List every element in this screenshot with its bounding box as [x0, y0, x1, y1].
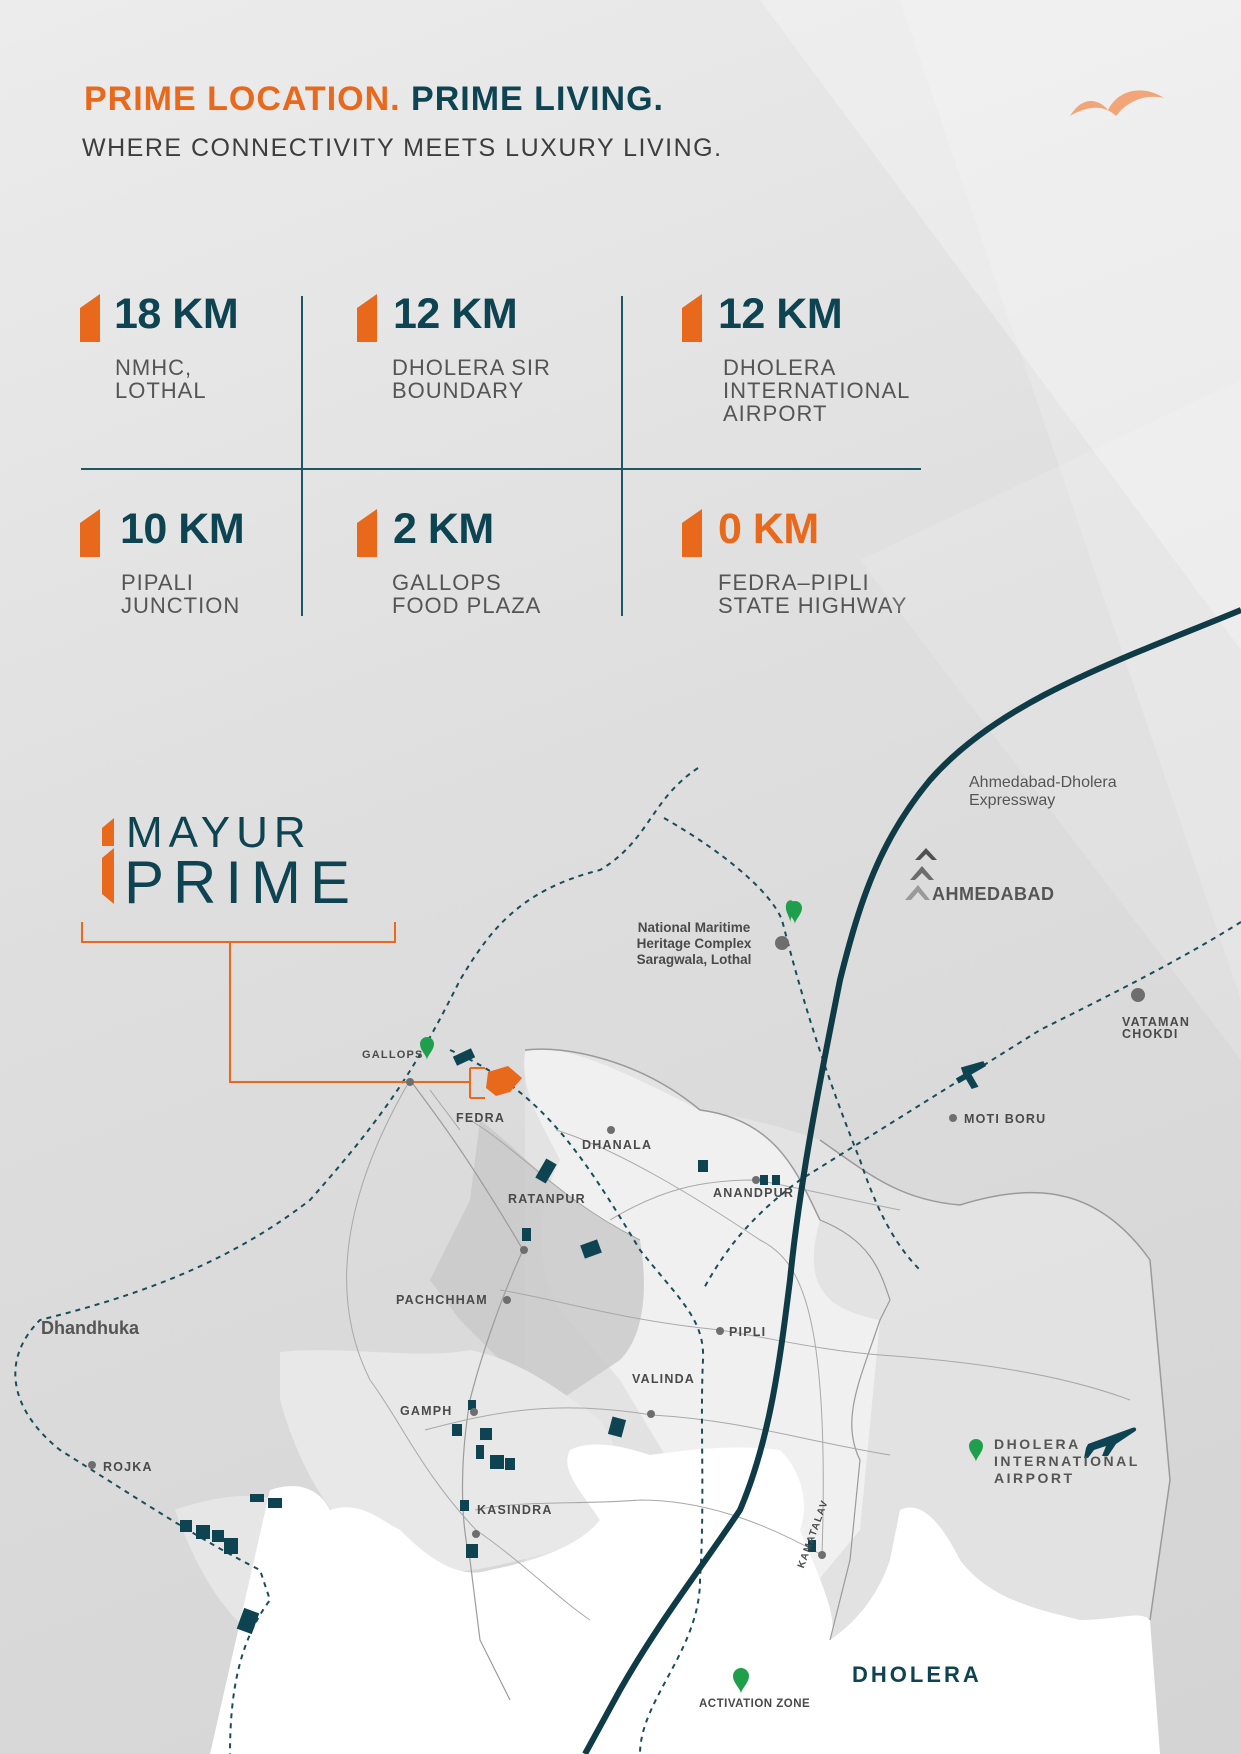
- activation-zone-label: ACTIVATION ZONE: [699, 1698, 811, 1710]
- moti-boru-label: MOTI BORU: [964, 1112, 1047, 1126]
- stat-label: NMHC, LOTHAL: [115, 355, 207, 403]
- stat-label: FEDRA–PIPLI STATE HIGHWAY: [718, 570, 908, 618]
- stats-vertical-divider-2: [621, 296, 623, 616]
- stat-distance: 12 KM: [718, 290, 843, 338]
- airplane-icon: [1084, 1427, 1137, 1458]
- brand-name-line1: MAYUR: [126, 808, 312, 857]
- stat-distance: 0 KM: [718, 505, 819, 553]
- airplane-icon: [955, 1061, 987, 1090]
- stat-nmhc: 18 KM NMHC, LOTHAL: [80, 290, 290, 430]
- brand-name-line2: PRIME: [124, 849, 360, 916]
- chevron-icon: [905, 848, 937, 900]
- flag-icon: [682, 509, 702, 557]
- flag-icon: [357, 509, 377, 557]
- ahmedabad-label: AHMEDABAD: [932, 884, 1055, 904]
- ratanpur-label: RATANPUR: [508, 1192, 586, 1206]
- rojka-label: ROJKA: [103, 1460, 153, 1474]
- stat-distance: 18 KM: [114, 290, 239, 338]
- flag-icon: [80, 294, 100, 342]
- pipli-label: PIPLI: [729, 1325, 767, 1339]
- nmhc-label: National Maritime Heritage Complex Sarag…: [636, 920, 752, 967]
- page-title: PRIME LOCATION. PRIME LIVING.: [84, 80, 664, 119]
- airport-label: DHOLERA INTERNATIONAL AIRPORT: [994, 1436, 1140, 1486]
- stat-pipali: 10 KM PIPALI JUNCTION: [80, 505, 290, 645]
- location-pin-icon: [733, 1668, 749, 1694]
- dholera-label: DHOLERA: [852, 1662, 982, 1687]
- title-prime-living: PRIME LIVING.: [411, 80, 664, 118]
- fedra-label: FEDRA: [456, 1111, 506, 1125]
- gallops-label: GALLOPS: [362, 1049, 424, 1061]
- stats-horizontal-divider: [81, 468, 921, 470]
- dhanala-label: DHANALA: [582, 1138, 653, 1152]
- vataman-chokdi-label: VATAMAN CHOKDI: [1122, 1015, 1191, 1041]
- stat-distance: 2 KM: [393, 505, 494, 553]
- stat-label: DHOLERA INTERNATIONAL AIRPORT: [723, 355, 911, 426]
- stat-sir-boundary: 12 KM DHOLERA SIR BOUNDARY: [357, 290, 607, 430]
- bird-logo-icon: [1070, 90, 1164, 116]
- stat-distance: 10 KM: [120, 505, 245, 553]
- valinda-label: VALINDA: [632, 1372, 696, 1386]
- dhandhuka-label: Dhandhuka: [41, 1318, 140, 1338]
- kasindra-label: KASINDRA: [477, 1503, 553, 1517]
- location-pin-icon: [788, 901, 802, 924]
- stats-vertical-divider-1: [301, 296, 303, 616]
- stat-distance: 12 KM: [393, 290, 518, 338]
- gamph-label: GAMPH: [400, 1404, 453, 1418]
- stat-label: DHOLERA SIR BOUNDARY: [392, 355, 551, 403]
- stat-highway: 0 KM FEDRA–PIPLI STATE HIGHWAY: [682, 505, 922, 645]
- stat-label: PIPALI JUNCTION: [121, 570, 241, 618]
- title-prime-location: PRIME LOCATION.: [84, 80, 401, 118]
- pachchham-label: PACHCHHAM: [396, 1293, 488, 1307]
- location-pin-icon: [969, 1439, 983, 1462]
- brand-logo-mark: [102, 818, 114, 904]
- stat-label: GALLOPS FOOD PLAZA: [392, 570, 542, 618]
- page-subtitle: WHERE CONNECTIVITY MEETS LUXURY LIVING.: [82, 134, 723, 162]
- location-pin-icon: [420, 1037, 434, 1060]
- expressway-label: Ahmedabad-Dholera Expressway: [969, 774, 1117, 809]
- flag-icon: [357, 294, 377, 342]
- anandpur-label: ANANDPUR: [713, 1186, 795, 1200]
- flag-icon: [682, 294, 702, 342]
- flag-icon: [80, 509, 100, 557]
- stat-gallops: 2 KM GALLOPS FOOD PLAZA: [357, 505, 607, 645]
- stat-airport: 12 KM DHOLERA INTERNATIONAL AIRPORT: [682, 290, 922, 450]
- project-site-marker: [486, 1066, 522, 1096]
